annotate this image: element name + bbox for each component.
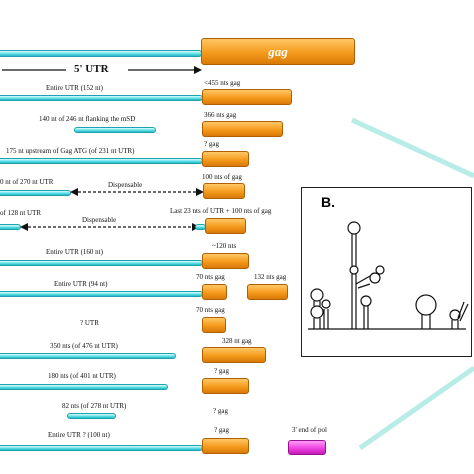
row12-gag-label: ? gag (214, 426, 229, 434)
row7-gag-label: 70 nts gag (196, 273, 225, 281)
row3-gag-label: ? gag (204, 140, 219, 148)
row1-gag-label: <455 nts gag (204, 79, 241, 87)
row12-gag-bar (202, 438, 249, 454)
row7-gag-bar (202, 284, 227, 300)
row7-label: Entire UTR (94 nt) (54, 280, 108, 288)
row2-utr-bar (74, 127, 156, 133)
row2-label: 140 nt of 246 nt flanking the mSD (39, 115, 136, 123)
row11-label: 82 nts (of 278 nt UTR) (62, 402, 127, 410)
row4-gag-label: 100 nts of gag (202, 173, 242, 181)
header-utr-text: 5' UTR (74, 63, 109, 75)
row5-utr-bar (0, 224, 21, 230)
row7-utr-bar (0, 291, 203, 297)
row4-gag-bar (203, 183, 245, 199)
row1-utr-bar (0, 95, 203, 101)
rna-secondary-structure (308, 221, 469, 330)
row10-utr-bar (0, 384, 168, 390)
row5-dispensable-arrow (20, 223, 200, 231)
row5-gag-bar (205, 218, 246, 234)
row11-gag-label: ? gag (213, 407, 228, 415)
row4-label: 0 nt of 270 nt UTR (0, 178, 54, 186)
row12-pol-label: 3' end of pol (292, 426, 327, 434)
row9-label: 350 nts (of 476 nt UTR) (50, 342, 118, 350)
row8-label: ? UTR (80, 319, 99, 327)
row1-gag-bar (202, 89, 292, 105)
row11-utr-bar (67, 413, 116, 419)
row3-utr-bar (0, 158, 203, 164)
row10-gag-label: ? gag (214, 367, 229, 375)
row5-gag-label: Last 23 nts of UTR + 100 nts of gag (170, 207, 272, 215)
row4-middle-label: Dispensable (108, 181, 143, 189)
row3-gag-bar (202, 151, 249, 167)
header-gag-bar: gag (201, 38, 355, 65)
panel-b-label: B. (321, 194, 335, 210)
row6-label: Entire UTR (160 nt) (46, 248, 103, 256)
row1-label: Entire UTR (152 nt) (46, 84, 103, 92)
row12-pol-bar (288, 440, 326, 455)
row8-gag-label: 70 nts gag (196, 306, 225, 314)
row4-dispensable-arrow (70, 188, 204, 196)
row7-gag-bar-2 (247, 284, 288, 300)
row5-middle-label: Dispensable (82, 216, 117, 224)
panel-b: B. (301, 187, 472, 357)
row6-gag-label: ~120 nts (212, 242, 237, 250)
row5-label: of 128 nt UTR (0, 209, 42, 217)
row2-gag-label: 366 nts gag (204, 111, 237, 119)
header-gag-text: gag (268, 43, 288, 59)
row9-gag-label: 328 nt gag (222, 337, 252, 345)
row7-gag-label-2: 132 nts gag (254, 273, 287, 281)
row6-utr-bar (0, 260, 203, 266)
header-arrow (2, 66, 202, 74)
connector-lines (350, 117, 474, 451)
header-utr-bar (0, 50, 202, 57)
row6-gag-bar (202, 253, 249, 269)
row2-gag-bar (202, 121, 283, 137)
row3-label: 175 nt upstream of Gag ATG (of 231 nt UT… (6, 147, 135, 155)
row8-gag-bar (202, 317, 226, 333)
row9-utr-bar (0, 353, 176, 359)
row4-utr-bar (0, 190, 71, 196)
row10-label: 180 nts (of 401 nt UTR) (48, 372, 116, 380)
row9-gag-bar (202, 347, 266, 363)
row10-gag-bar (202, 378, 249, 394)
row12-utr-bar (0, 445, 203, 451)
row12-label: Entire UTR ? (100 nt) (48, 431, 110, 439)
